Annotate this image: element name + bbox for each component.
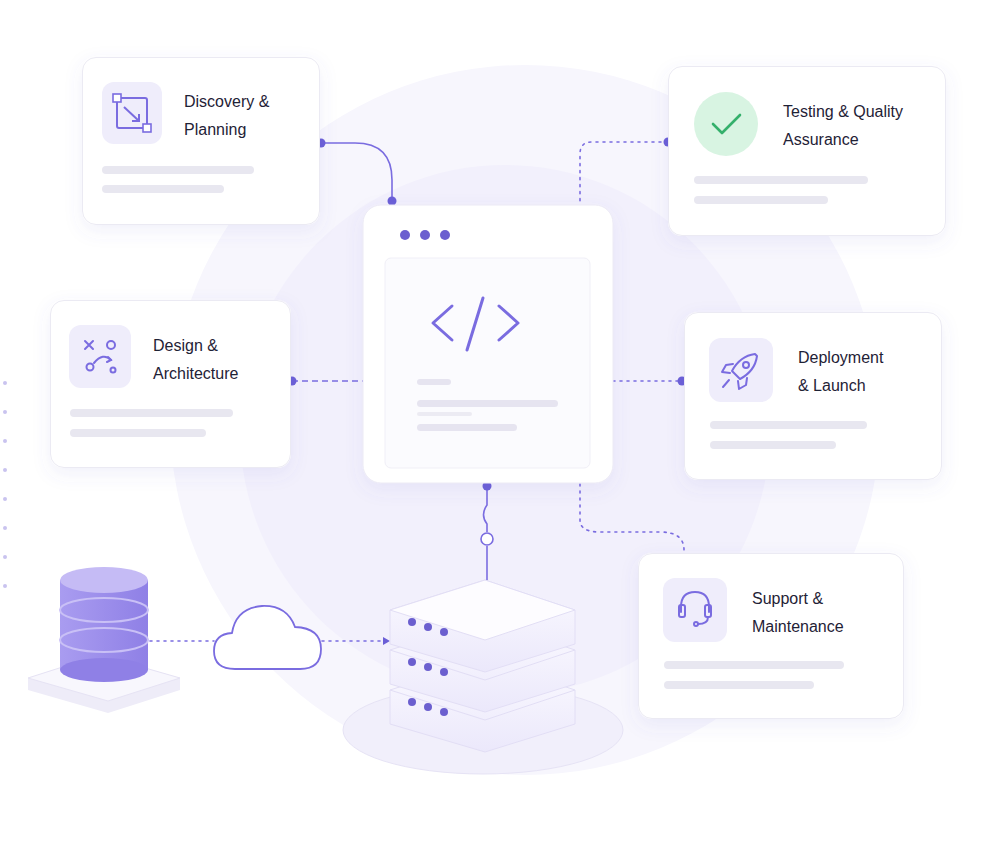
stage-title: Support & Maintenance <box>752 585 846 641</box>
placeholder-bars <box>70 166 868 689</box>
junction <box>481 533 493 545</box>
database <box>28 567 180 713</box>
stage-card: Deployment & Launch <box>684 312 942 480</box>
stage-title: Discovery & Planning <box>184 88 272 144</box>
stage-title: Design & Architecture <box>153 332 255 388</box>
cloud <box>214 606 321 669</box>
card-fills <box>50 57 946 719</box>
connector-dots <box>288 138 687 646</box>
stage-title: Deployment & Launch <box>798 344 886 400</box>
stage-card: Design & Architecture <box>50 300 291 468</box>
stage-card: Support & Maintenance <box>638 553 904 719</box>
code-window <box>363 205 613 483</box>
server-stack <box>343 580 623 774</box>
dot-column <box>3 381 7 588</box>
stage-card: Discovery & Planning <box>82 57 320 225</box>
stage-card: Testing & Quality Assurance <box>668 66 946 236</box>
stage-title: Testing & Quality Assurance <box>783 98 914 154</box>
